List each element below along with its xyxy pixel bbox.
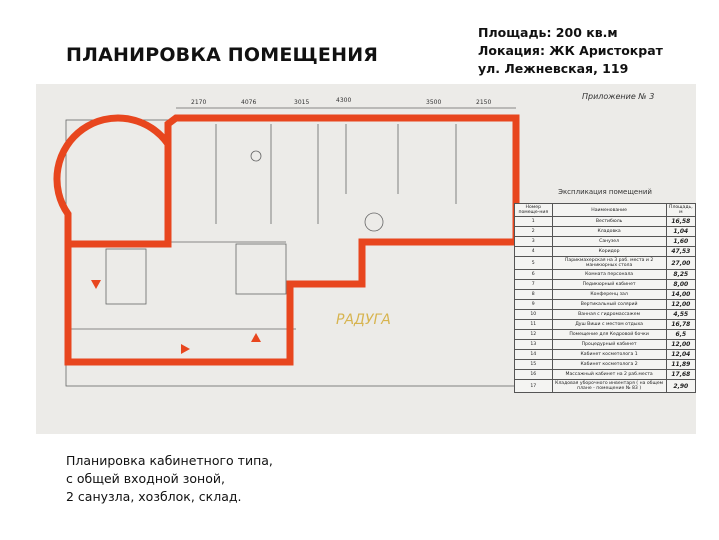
cell-area: 16,78 <box>665 319 697 330</box>
dimension-label: 3015 <box>294 99 309 106</box>
cell-name: Конференц зал <box>551 289 667 300</box>
cell-n: 13 <box>514 339 553 350</box>
cell-area: 8,25 <box>665 269 697 280</box>
cell-n: 4 <box>514 246 553 257</box>
cell-name: Парикмахерская на 3 раб. места и 2 маник… <box>551 256 667 270</box>
highlighted-area-arc <box>53 114 171 244</box>
cell-name: Помещение для Кедровой бочки <box>551 329 667 340</box>
description-line: Планировка кабинетного типа, <box>66 453 273 468</box>
cell-n: 3 <box>514 236 553 247</box>
cell-n: 2 <box>514 226 553 237</box>
dimension-label: 4076 <box>241 99 256 106</box>
cell-area: 16,58 <box>665 216 697 227</box>
cell-area: 27,00 <box>665 256 697 270</box>
floor-plan-drawing: 2170 4076 3015 4300 3500 2150 РАДУГА <box>53 97 520 387</box>
cell-area: 11,89 <box>665 359 697 370</box>
address-info: ул. Лежневская, 119 <box>478 61 629 76</box>
cell-name: Комната персонала <box>551 269 667 280</box>
location-info: Локация: ЖК Аристократ <box>478 43 663 58</box>
cell-area: 12,04 <box>665 349 697 360</box>
cell-area: 1,60 <box>665 236 697 247</box>
cell-area: 12,00 <box>665 299 697 310</box>
cell-name: Кабинет косметолога 2 <box>551 359 667 370</box>
cell-name: Ванная с гидромассажем <box>551 309 667 320</box>
cell-name: Санузел <box>551 236 667 247</box>
description: Планировка кабинетного типа, с общей вхо… <box>66 452 273 506</box>
highlighted-area-outline <box>64 114 520 366</box>
appendix-label: Приложение № 3 <box>582 92 655 101</box>
cell-area: 6,5 <box>665 329 697 340</box>
column-header: Номер помеще-ния <box>514 203 553 217</box>
column-header: Площадь, м <box>665 203 697 217</box>
cell-area: 12,00 <box>665 339 697 350</box>
cell-name: Кабинет косметолога 1 <box>551 349 667 360</box>
cell-n: 10 <box>514 309 553 320</box>
dimension-label: 2170 <box>191 99 206 106</box>
cell-name: Педикюрный кабинет <box>551 279 667 290</box>
cell-area: 47,53 <box>665 246 697 257</box>
column-header: Наименование <box>551 203 667 217</box>
area-info: Площадь: 200 кв.м <box>478 25 618 40</box>
cell-name: Вертикальный солярий <box>551 299 667 310</box>
dimension-label: 2150 <box>476 99 491 106</box>
cell-name: Массажный кабинет на 2 раб.места <box>551 369 667 380</box>
cell-n: 17 <box>514 379 553 393</box>
cell-name: Процедурный кабинет <box>551 339 667 350</box>
cell-n: 6 <box>514 269 553 280</box>
cell-n: 12 <box>514 329 553 340</box>
page-title: ПЛАНИРОВКА ПОМЕЩЕНИЯ <box>66 44 379 66</box>
description-line: с общей входной зоной, <box>66 471 225 486</box>
cell-name: Кладовка <box>551 226 667 237</box>
cell-area: 1,04 <box>665 226 697 237</box>
cell-n: 8 <box>514 289 553 300</box>
property-info: Площадь: 200 кв.м Локация: ЖК Аристократ… <box>478 24 663 78</box>
cell-n: 15 <box>514 359 553 370</box>
cell-n: 7 <box>514 279 553 290</box>
explication-table: Экспликация помещений Номер помеще-ния Н… <box>514 188 697 393</box>
cell-area: 17,68 <box>665 369 697 380</box>
cell-n: 5 <box>514 256 553 270</box>
explication-title: Экспликация помещений <box>558 188 652 196</box>
cell-area: 4,55 <box>665 309 697 320</box>
cell-name: Душ Виши с местом отдыха <box>551 319 667 330</box>
cell-n: 11 <box>514 319 553 330</box>
dimension-label: 4300 <box>336 97 351 104</box>
cell-name: Коридор <box>551 246 667 257</box>
dimension-label: 3500 <box>426 99 441 106</box>
cell-area: 14,00 <box>665 289 697 300</box>
cell-area: 2,90 <box>665 379 697 393</box>
cell-area: 8,00 <box>665 279 697 290</box>
description-line: 2 санузла, хозблок, склад. <box>66 489 242 504</box>
cell-name: Вестибюль <box>551 216 667 227</box>
cell-n: 1 <box>514 216 553 227</box>
logo-watermark: РАДУГА <box>336 312 391 328</box>
cell-n: 14 <box>514 349 553 360</box>
cell-n: 16 <box>514 369 553 380</box>
entrance-arrow-icons <box>91 280 261 354</box>
cell-name: Кладовая уборочного инвентаря ( на общем… <box>551 379 667 393</box>
cell-n: 9 <box>514 299 553 310</box>
